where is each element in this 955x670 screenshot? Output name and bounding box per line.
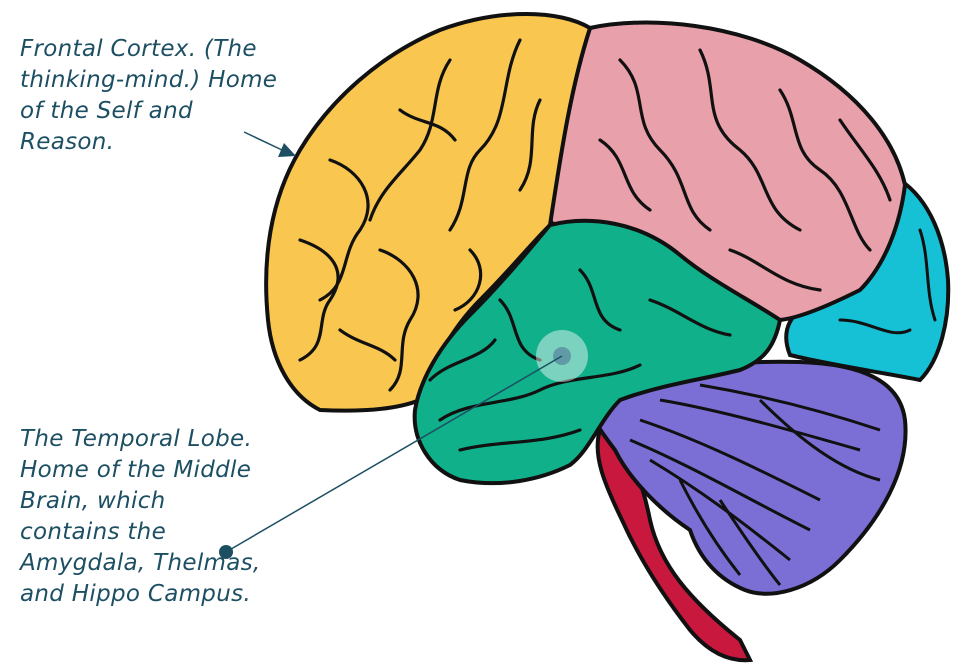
annotation-line: thinking-mind.) Home — [20, 65, 277, 96]
annotation-line: Reason. — [20, 127, 277, 158]
cerebellum — [590, 362, 906, 594]
annotation-line: contains the — [20, 517, 261, 548]
annotation-line: Home of the Middle — [20, 455, 261, 486]
annotation-line: of the Self and — [20, 96, 277, 127]
annotation-line: Amygdala, Thelmas, — [20, 548, 261, 579]
annotation-line: Brain, which — [20, 486, 261, 517]
frontal-cortex-annotation: Frontal Cortex. (The thinking-mind.) Hom… — [20, 34, 277, 158]
annotation-line: Frontal Cortex. (The — [20, 34, 277, 65]
annotation-line: The Temporal Lobe. — [20, 424, 261, 455]
annotation-line: and Hippo Campus. — [20, 579, 261, 610]
temporal-lobe-annotation: The Temporal Lobe. Home of the Middle Br… — [20, 424, 261, 610]
